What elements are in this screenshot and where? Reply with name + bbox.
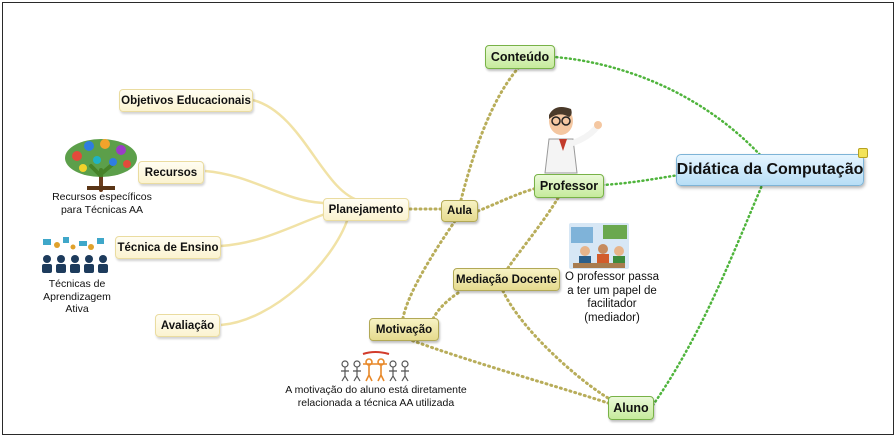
note-recursos: Recursos específicos para Técnicas AA [52, 191, 152, 216]
node-aluno[interactable]: Aluno [608, 396, 654, 420]
central-topic-label: Didática da Computação [676, 161, 864, 178]
link-planejamento-tecnica [220, 211, 329, 248]
note-tecnicas: Técnicas de Aprendizagem Ativa [43, 278, 111, 315]
connector-layer [204, 55, 765, 407]
node-recursos-label: Recursos [144, 166, 198, 179]
note-facilitador: O professor passa a ter um papel de faci… [565, 271, 659, 324]
node-avaliacao-label: Avaliação [160, 319, 215, 332]
node-mediacao-label: Mediação Docente [456, 273, 557, 286]
node-tecnica-de-ensino[interactable]: Técnica de Ensino [115, 236, 221, 259]
node-conteudo-label: Conteúdo [490, 50, 550, 64]
node-mediacao-docente[interactable]: Mediação Docente [453, 268, 560, 291]
node-motivacao-label: Motivação [375, 323, 433, 336]
link-planejamento-objetivos [252, 98, 362, 203]
classroom-photo-icon [569, 223, 629, 269]
node-professor[interactable]: Professor [534, 174, 604, 198]
link-central-professor [601, 173, 681, 187]
note-marker-icon[interactable] [858, 148, 868, 158]
people-group-icon [42, 237, 108, 273]
link-aula-professor [476, 186, 539, 213]
node-conteudo[interactable]: Conteúdo [485, 45, 555, 69]
node-objetivos-label: Objetivos Educacionais [121, 94, 251, 107]
node-aula-label: Aula [447, 205, 472, 217]
note-motivacao: A motivação do aluno está diretamente re… [285, 384, 467, 409]
node-planejamento-label: Planejamento [328, 203, 404, 216]
professor-cartoon-icon [544, 107, 602, 174]
link-professor-mediacao [506, 196, 560, 270]
link-central-conteudo [553, 55, 765, 160]
node-recursos[interactable]: Recursos [138, 161, 204, 184]
node-aluno-label: Aluno [613, 401, 649, 415]
node-aula[interactable]: Aula [441, 200, 478, 222]
node-professor-label: Professor [539, 179, 599, 193]
tree-icon [65, 139, 137, 192]
central-topic[interactable]: Didática da Computação [676, 154, 864, 186]
link-mediacao-aluno [501, 289, 610, 400]
node-tecnica-label: Técnica de Ensino [117, 241, 219, 254]
node-motivacao[interactable]: Motivação [369, 318, 439, 341]
motivation-figures-icon [341, 351, 409, 382]
link-motivacao-aluno [406, 337, 610, 405]
node-avaliacao[interactable]: Avaliação [155, 314, 220, 337]
link-planejamento-avaliacao [220, 217, 350, 327]
link-aula-conteudo [459, 61, 525, 202]
node-objetivos-educacionais[interactable]: Objetivos Educacionais [119, 89, 253, 112]
link-aula-motivacao [401, 219, 457, 320]
node-planejamento[interactable]: Planejamento [323, 198, 409, 221]
link-central-aluno [651, 181, 765, 407]
link-planejamento-recursos [204, 169, 324, 205]
